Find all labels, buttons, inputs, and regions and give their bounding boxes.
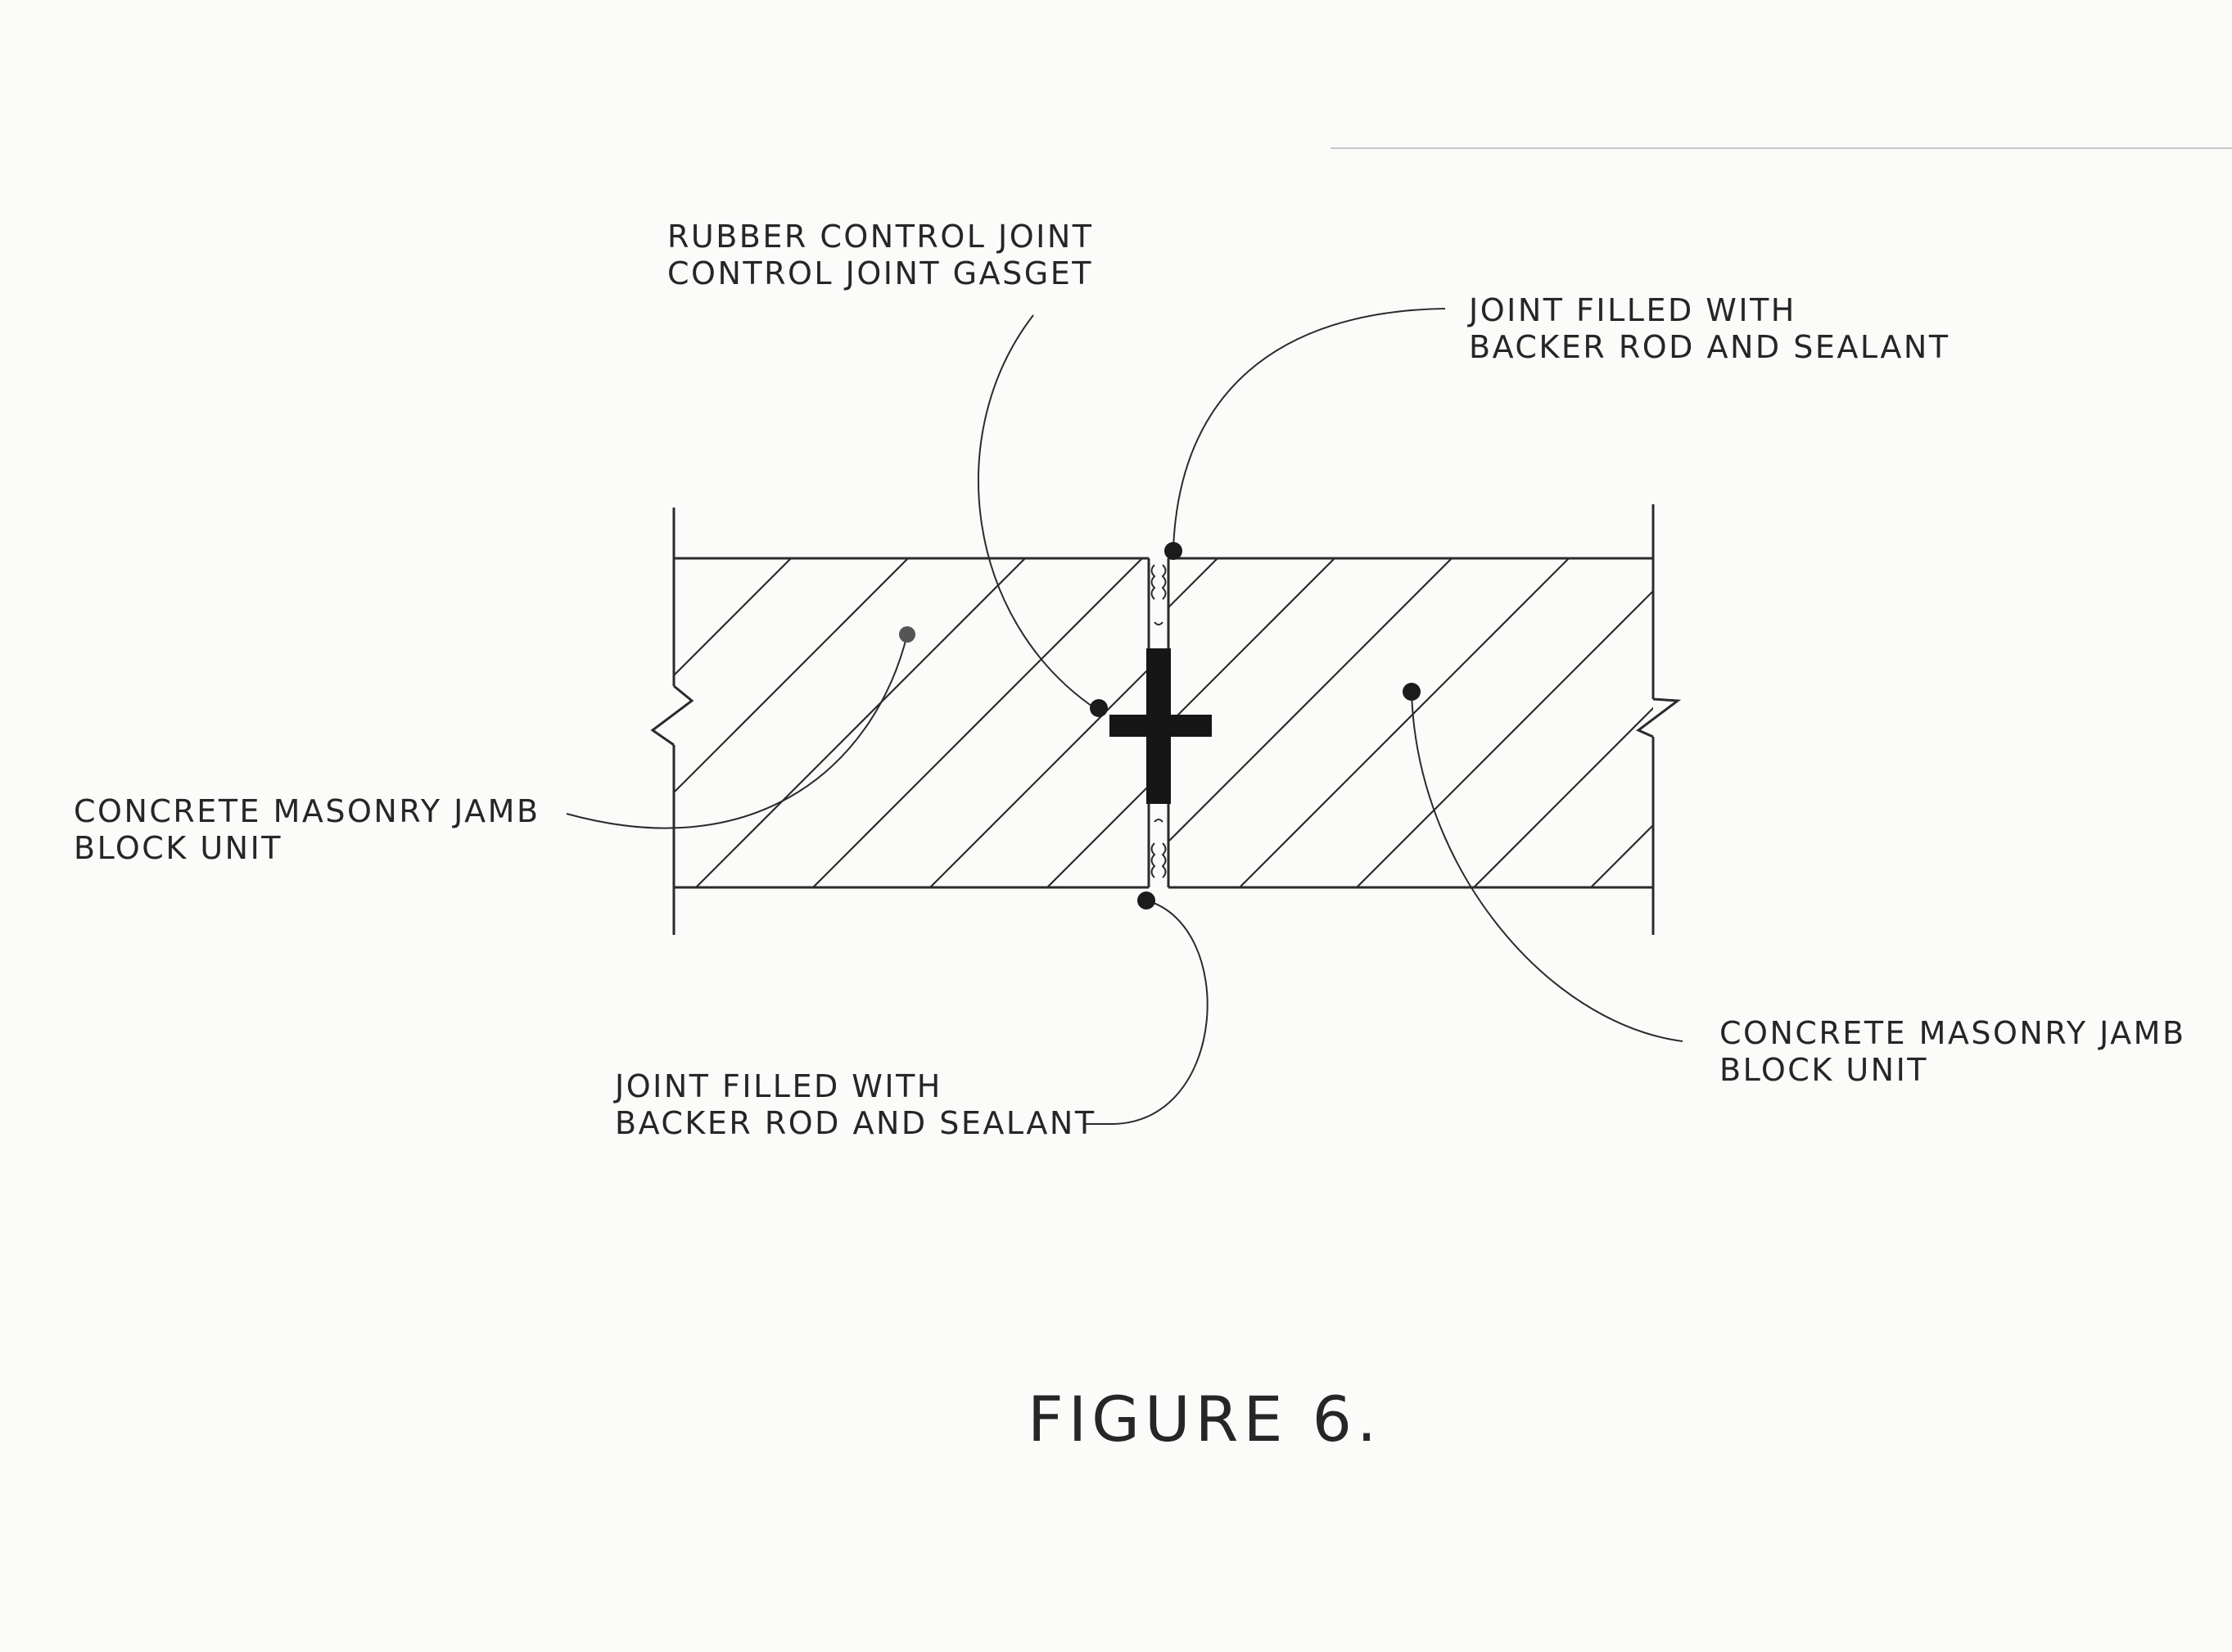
figure-caption: FIGURE 6. — [1028, 1383, 1381, 1456]
label-cmu-right-line-1: CONCRETE MASONRY JAMB — [1719, 1015, 2186, 1051]
hatch-line — [1168, 558, 1453, 843]
left-block-hatch — [674, 558, 1493, 887]
hatch-line — [1046, 784, 1149, 887]
right-block-hatch — [1168, 558, 2037, 887]
leader-sealant-bottom — [1085, 900, 1209, 1125]
hatch-line — [674, 558, 909, 794]
label-sealant-bottom-line-1: JOINT FILLED WITH — [613, 1068, 942, 1104]
right-masonry-block — [1167, 504, 2037, 935]
label-sealant-top-line-1: JOINT FILLED WITH — [1467, 292, 1796, 328]
label-cmu-left-line-2: BLOCK UNIT — [74, 830, 282, 866]
hatch-line — [1590, 824, 1653, 887]
hatch-line — [1239, 558, 1570, 887]
label-cmu-left: CONCRETE MASONRY JAMB BLOCK UNIT — [74, 793, 552, 866]
leader-cmu-left — [566, 634, 908, 829]
leader-dot-cmu-right — [1403, 683, 1421, 701]
label-cmu-right: CONCRETE MASONRY JAMB BLOCK UNIT — [1719, 1015, 2198, 1088]
label-sealant-bottom: JOINT FILLED WITH BACKER ROD AND SEALANT — [613, 1068, 1096, 1141]
label-cmu-right-line-2: BLOCK UNIT — [1719, 1052, 1928, 1088]
label-cmu-left-line-1: CONCRETE MASONRY JAMB — [74, 793, 540, 829]
hatch-line — [1164, 558, 1493, 887]
label-gasket-line-1: RUBBER CONTROL JOINT — [667, 219, 1093, 255]
hatch-line — [695, 558, 1026, 887]
hatch-line — [1708, 558, 2037, 887]
leader-dot-cmu-left — [899, 626, 915, 643]
rubber-gasket — [1109, 648, 1212, 804]
hatch-line — [674, 558, 675, 560]
label-sealant-top-line-2: BACKER ROD AND SEALANT — [1469, 329, 1950, 365]
label-gasket: RUBBER CONTROL JOINT CONTROL JOINT GASGE… — [667, 219, 1105, 291]
leader-dot-sealant-top — [1164, 542, 1182, 560]
leader-gasket — [977, 314, 1098, 711]
hatch-line — [1356, 589, 1653, 887]
hatch-line — [929, 667, 1149, 887]
label-sealant-bottom-line-2: BACKER ROD AND SEALANT — [615, 1105, 1096, 1141]
left-masonry-block — [650, 508, 1493, 935]
hatch-line — [812, 558, 1143, 887]
sealant-joint-bottom — [1150, 819, 1167, 878]
label-gasket-line-2: CONTROL JOINT GASGET — [667, 255, 1093, 291]
hatch-line — [674, 558, 792, 677]
leader-dot-gasket — [1090, 699, 1108, 717]
label-sealant-top: JOINT FILLED WITH BACKER ROD AND SEALANT — [1467, 292, 1950, 365]
leader-cmu-right — [1411, 691, 1683, 1042]
leader-sealant-top — [1172, 308, 1446, 550]
sealant-joint-top — [1150, 564, 1167, 625]
leader-dot-sealant-bottom — [1137, 891, 1155, 910]
hatch-line — [1473, 706, 1653, 887]
